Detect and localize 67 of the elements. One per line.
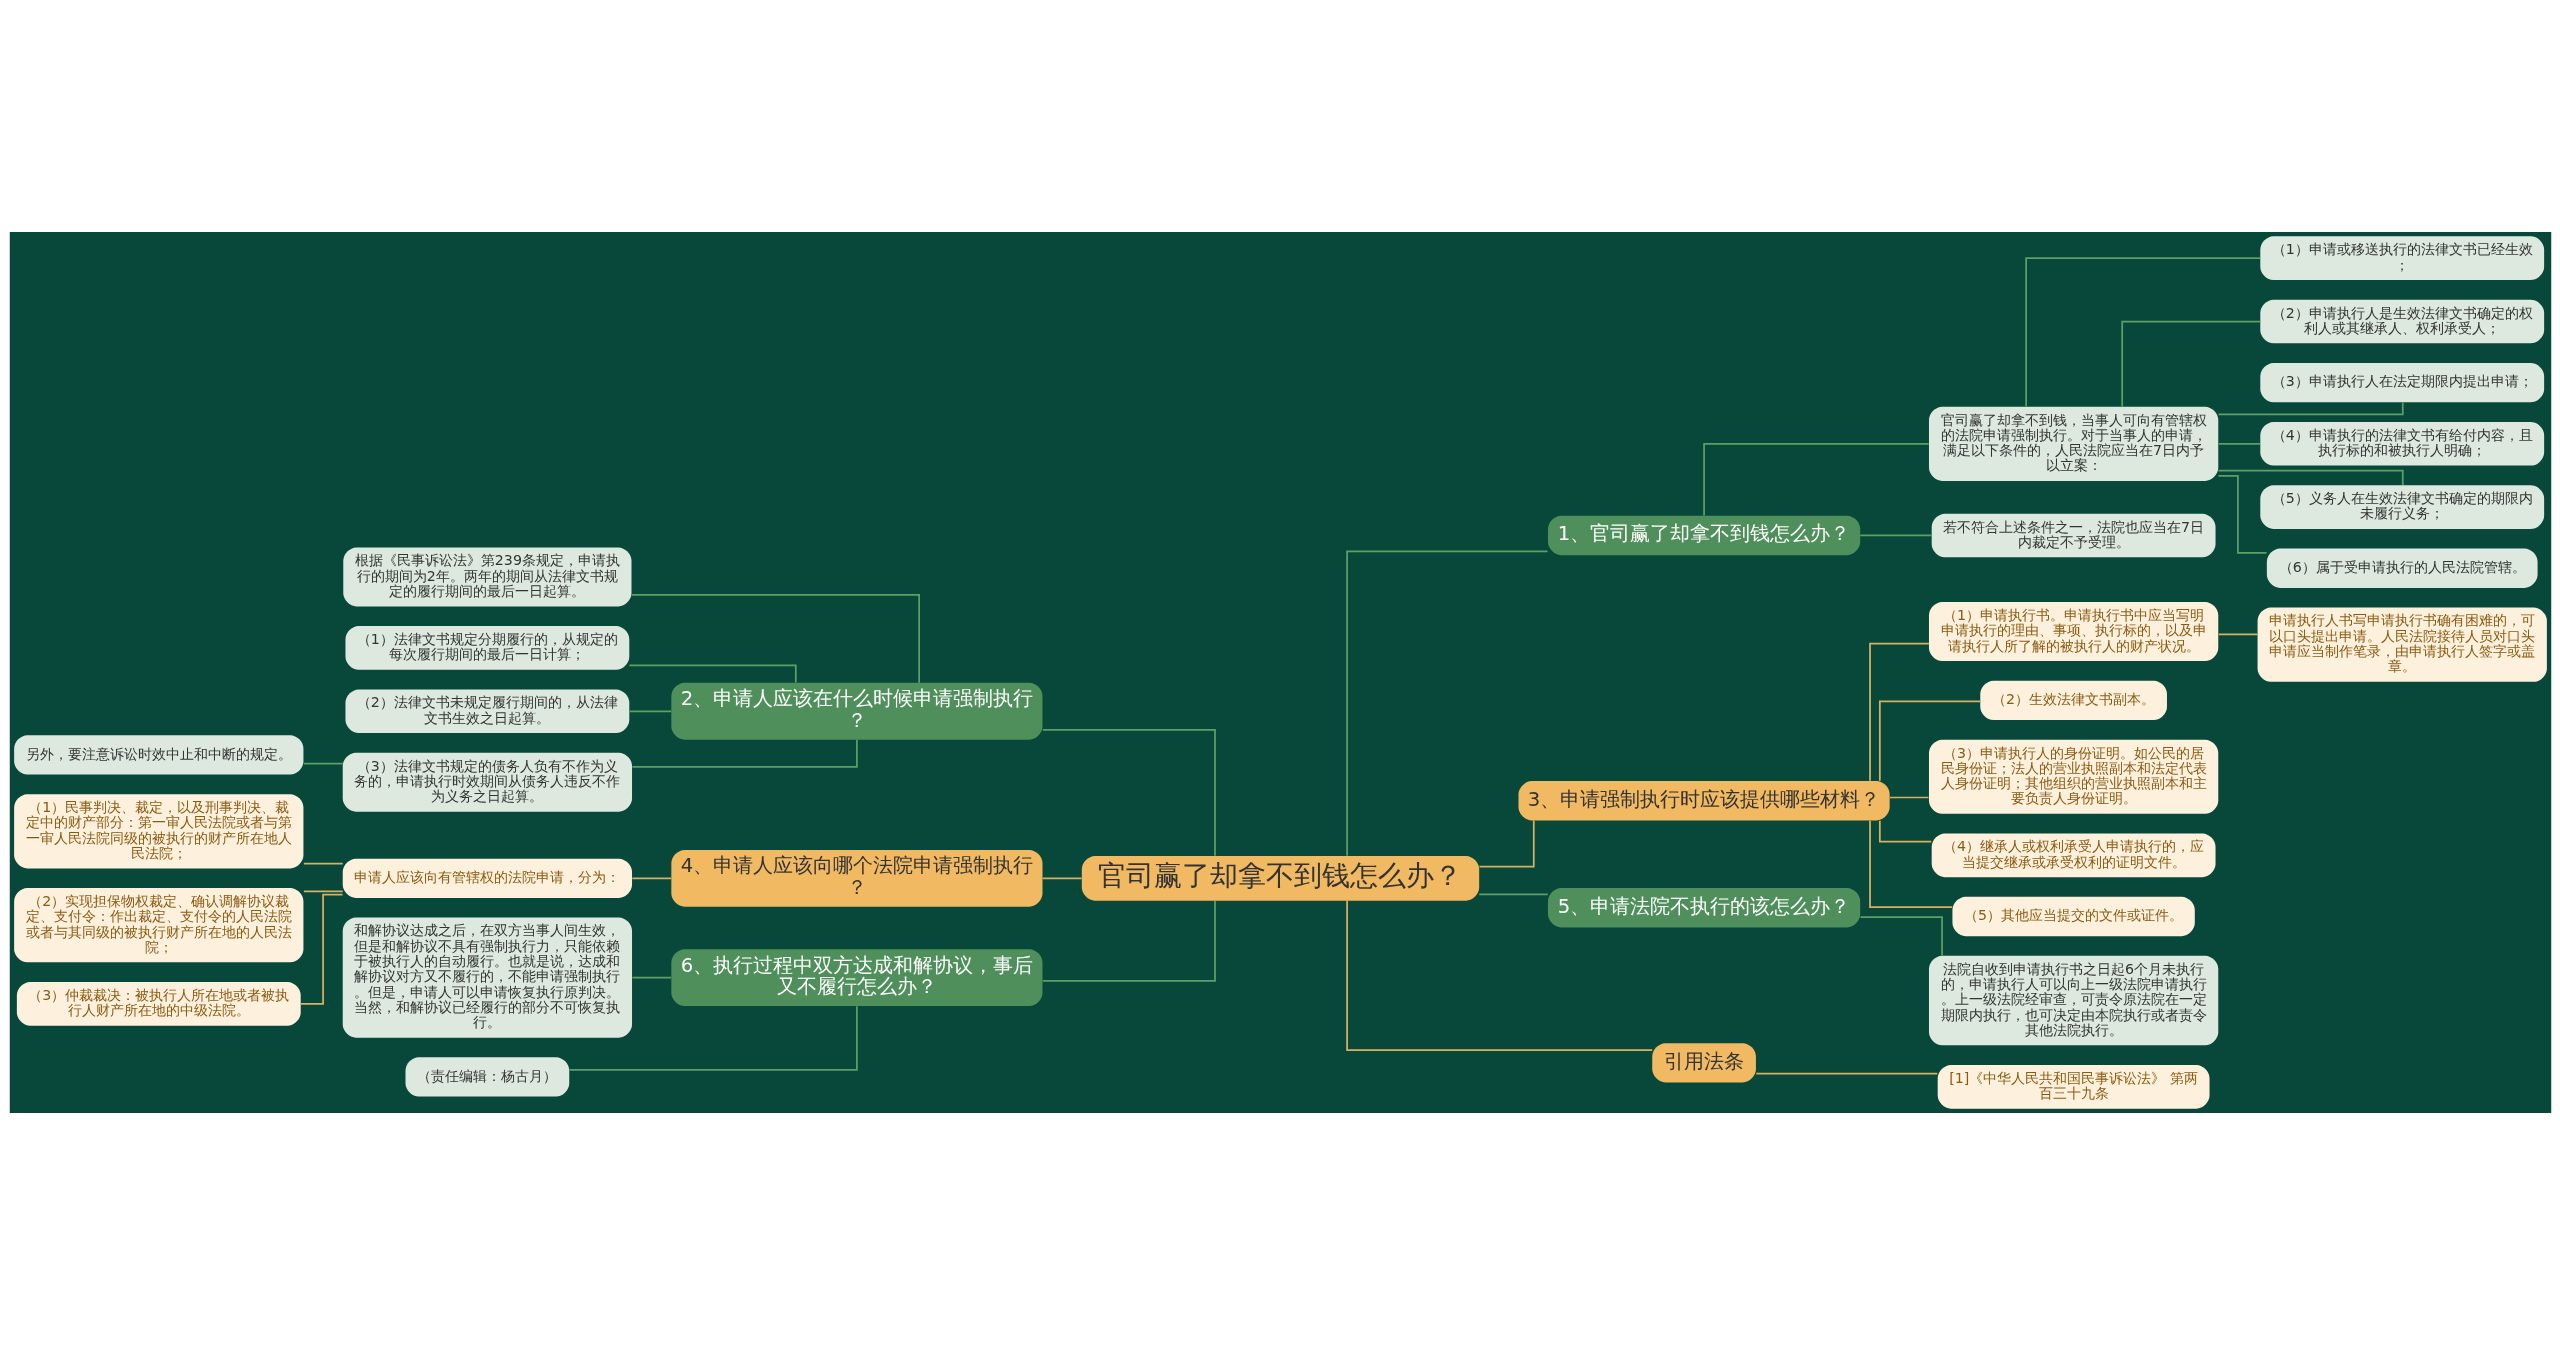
connector — [2217, 469, 2404, 486]
connector — [299, 893, 343, 1005]
node-box: （1）民事判决、裁定，以及刑事判决、裁定中的财产部分：第一审人民法院或者与第一审人民法院同级的被执行的财产所在地人民法院； — [13, 794, 303, 869]
node-box: 1、官司赢了却拿不到钱怎么办？ — [1547, 515, 1860, 556]
connector — [631, 877, 672, 880]
connector — [1858, 534, 1932, 537]
node-box: （4）申请执行的法律文书有给付内容，且执行标的和被执行人明确； — [2259, 421, 2544, 466]
connector — [568, 1005, 858, 1071]
connector — [302, 890, 344, 893]
node-box: 5、申请法院不执行的该怎么办？ — [1547, 888, 1860, 928]
connector — [2120, 320, 2261, 408]
node-box: （1）申请或移送执行的法律文书已经生效； — [2259, 236, 2544, 281]
node-box: 和解协议达成之后，在双方当事人间生效，但是和解协议不具有强制执行力，只能依赖于被执行人的自动履行。也就是说，达成和解协议对方又不履行的，不能申请强制执行。但是，申请人可以申请恢复执行原判决。当然，和解协议已经履行的部分不可恢复执行。 — [342, 917, 632, 1038]
connector — [1859, 916, 1943, 957]
connector — [1868, 819, 1953, 908]
connector — [1041, 877, 1082, 880]
node-box: 官司赢了却拿不到钱怎么办？ — [1081, 855, 1479, 901]
connector — [1878, 700, 1981, 782]
node-box: （6）属于受申请执行的人民法院管辖。 — [2266, 548, 2538, 588]
node-box: 6、执行过程中双方达成和解协议，事后又不履行怎么办？ — [670, 949, 1042, 1006]
connector — [1477, 893, 1549, 896]
node-box: 另外，要注意诉讼时效中止和中断的规定。 — [13, 735, 303, 775]
node-box: 根据《民事诉讼法》第239条规定，申请执行的期间为2年。两年的期间从法律文书规定的履行期间的最后一日起算。 — [342, 547, 631, 607]
node-box: 引用法条 — [1651, 1043, 1756, 1083]
node-box: （3）法律文书规定的债务人负有不作为义务的，申请执行时效期间从债务人违反不作为义务之日起算。 — [342, 752, 632, 812]
connector — [1754, 1072, 1938, 1075]
connector — [631, 976, 672, 979]
connector — [1868, 642, 1930, 782]
connector — [1888, 796, 1929, 799]
connector — [628, 710, 672, 713]
connector — [630, 594, 920, 684]
node-box: 申请人应该向有管辖权的法院申请，分为： — [342, 858, 632, 898]
node-box: 3、申请强制执行时应该提供哪些材料？ — [1518, 781, 1890, 821]
node-box: （1）法律文书规定分期履行的，从规定的每次履行期间的最后一日计算； — [344, 626, 629, 670]
connector — [1345, 550, 1548, 857]
node-box: （责任编辑：杨古月） — [405, 1057, 569, 1097]
connector — [1702, 442, 1929, 517]
connector — [1041, 900, 1216, 982]
connector — [302, 862, 344, 865]
node-box: （3）申请执行人的身份证明。如公民的居民身份证；法人的营业执照副本和法定代表人身份证明；其他组织的营业执照副本和主要负责人身份证明。 — [1928, 739, 2218, 814]
node-box: （4）继承人或权利承受人申请执行的，应当提交继承或承受权利的证明文件。 — [1931, 833, 2216, 878]
node-box: （3）申请执行人在法定期限内提出申请； — [2259, 363, 2544, 403]
node-box: 官司赢了却拿不到钱，当事人可向有管辖权的法院申请强制执行。对于当事人的申请，满足以下条件的，人民法院应当在7日内予以立案： — [1928, 406, 2218, 481]
node-box: （2）法律文书未规定履行期间的，从法律文书生效之日起算。 — [344, 689, 629, 734]
node-box: （3）仲裁裁决：被执行人所在地或者被执行人财产所在地的中级法院。 — [16, 982, 301, 1026]
connector — [1878, 819, 1932, 843]
connector — [1478, 819, 1535, 868]
node-box: （2）生效法律文书副本。 — [1979, 680, 2167, 720]
node-box: [1]《中华人民共和国民事诉讼法》 第两百三十九条 — [1937, 1064, 2210, 1109]
node-box: （5）义务人在生效法律文书确定的期限内未履行义务； — [2259, 485, 2544, 529]
connector — [2217, 401, 2404, 416]
connector — [2217, 633, 2258, 636]
connector — [628, 664, 797, 684]
node-box: 若不符合上述条件之一，法院也应当在7日内裁定不予受理。 — [1931, 513, 2216, 558]
connector — [2217, 442, 2261, 445]
connector — [302, 762, 344, 765]
connector — [1345, 899, 1653, 1052]
node-box: （2）实现担保物权裁定、确认调解协议裁定、支付令：作出裁定、支付令的人民法院或者与其同级的被执行财产所在地的人民法院； — [13, 888, 303, 963]
node-box: 法院自收到申请执行书之日起6个月未执行的，申请执行人可以向上一级法院申请执行。上一级法院经审查，可责令原法院在一定期限内执行，也可决定由本院执行或者责令其他法院执行。 — [1928, 955, 2218, 1046]
node-box: （1）申请执行书。申请执行书中应当写明申请执行的理由、事项、执行标的，以及申请执行人所了解的被执行人的财产状况。 — [1928, 602, 2218, 662]
node-box: （2）申请执行人是生效法律文书确定的权利人或其继承人、权利承受人； — [2259, 299, 2544, 344]
node-box: 4、申请人应该向哪个法院申请强制执行？ — [670, 849, 1042, 907]
connector — [2024, 257, 2261, 408]
node-box: （5）其他应当提交的文件或证件。 — [1951, 896, 2195, 937]
node-box: 2、申请人应该在什么时候申请强制执行？ — [670, 682, 1042, 740]
node-box: 申请执行人书写申请执行书确有困难的，可以口头提出申请。人民法院接待人员对口头申请应当制作笔录，由申请执行人签字或盖章。 — [2257, 607, 2547, 682]
connector — [1041, 728, 1216, 857]
